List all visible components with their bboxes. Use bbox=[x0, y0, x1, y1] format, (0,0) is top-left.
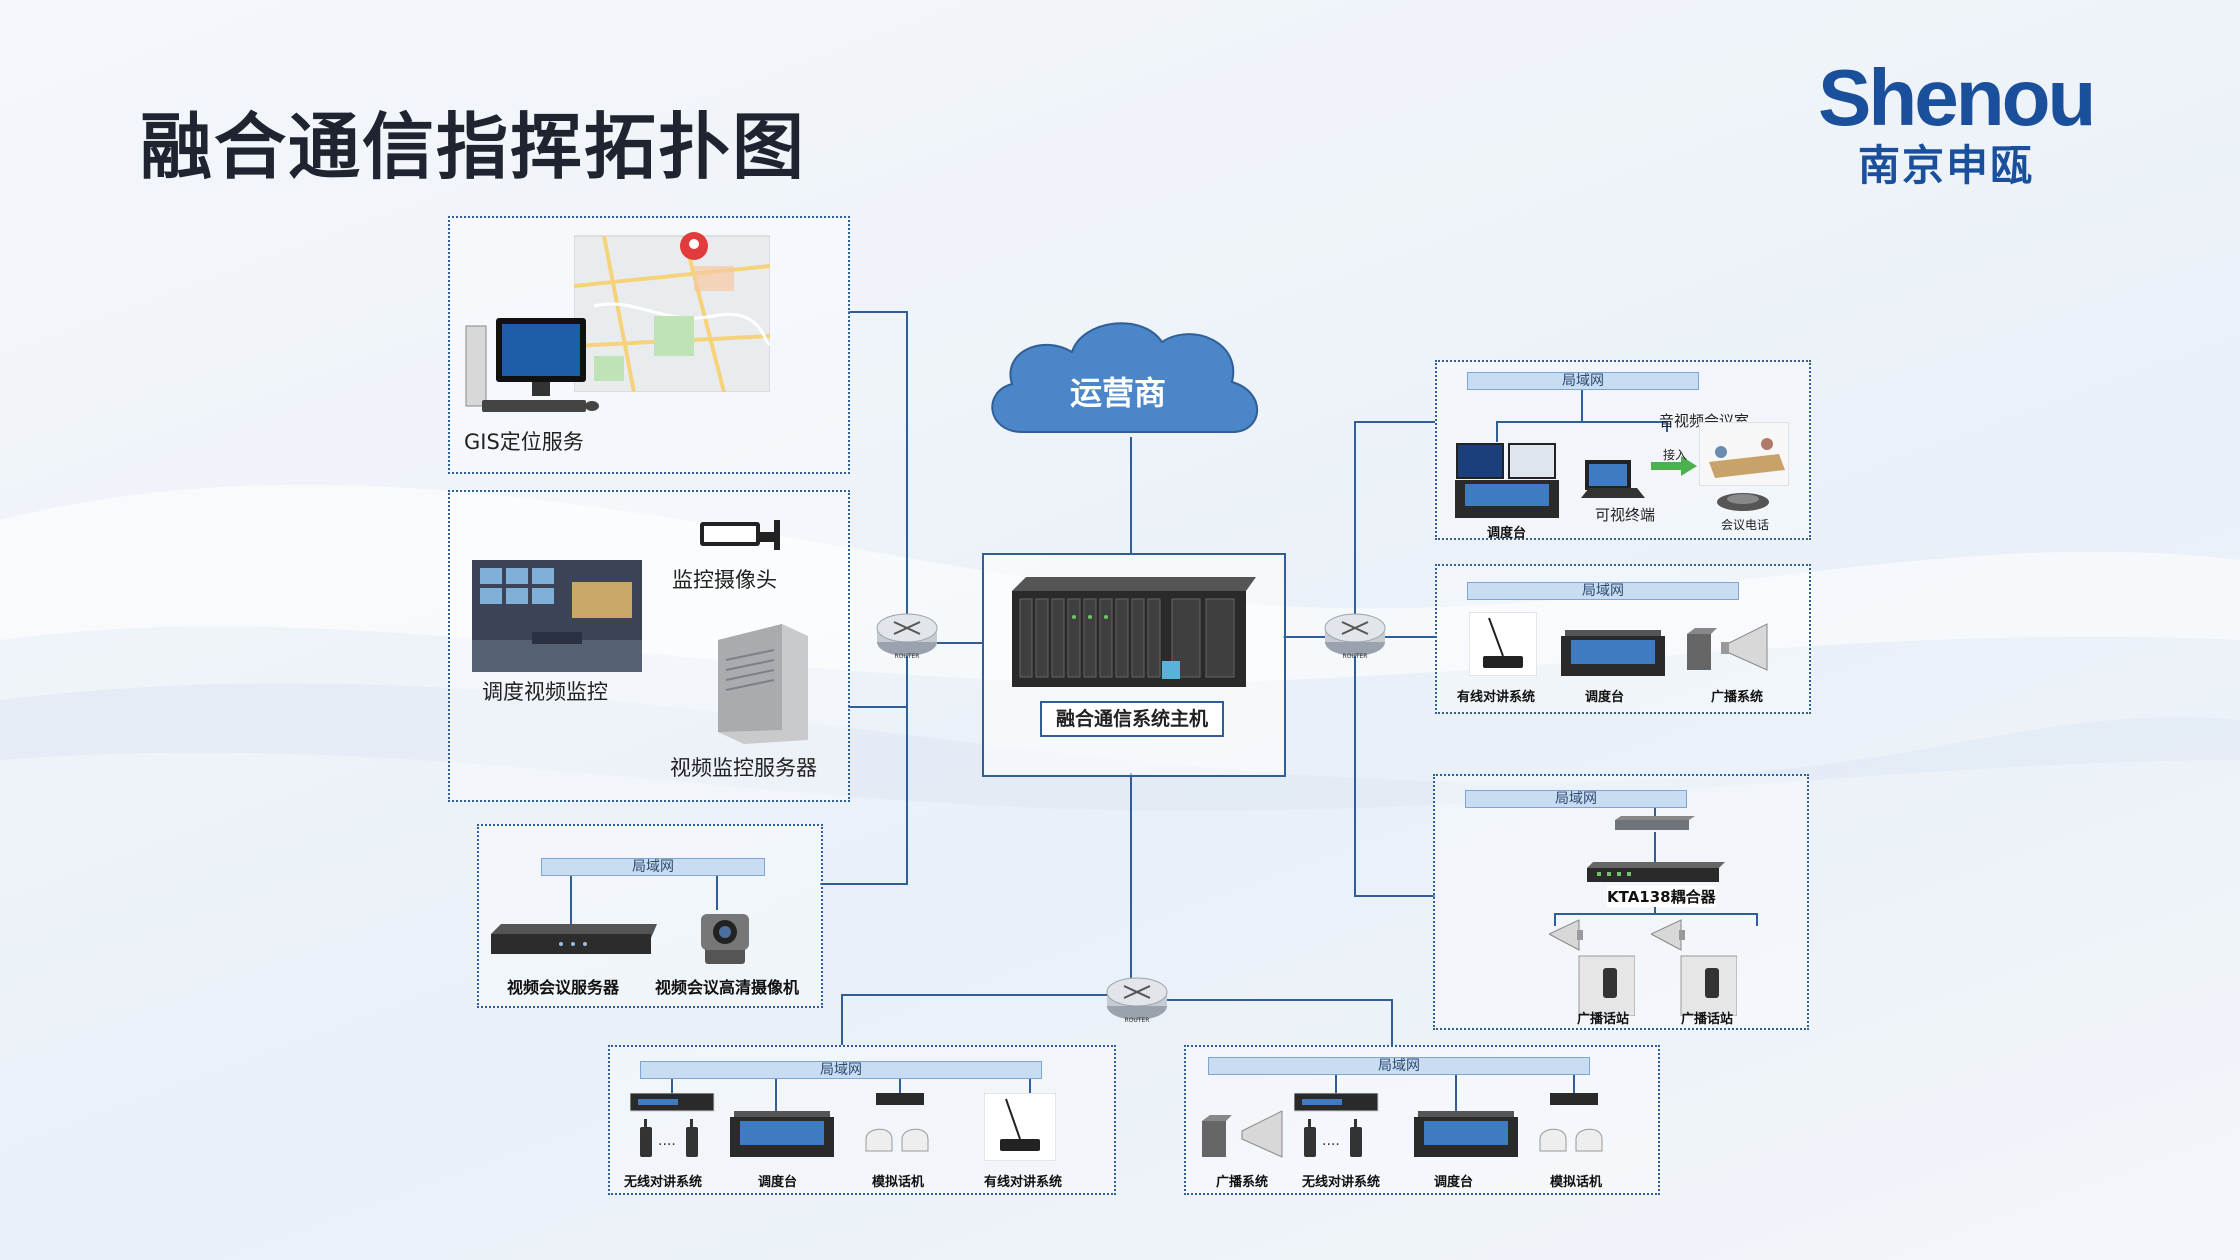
broadcast-station-label-1: 广播话站 bbox=[1577, 1012, 1630, 1027]
bottom-left-microphone-icon bbox=[984, 1093, 1056, 1161]
desk-microphone-icon bbox=[1469, 612, 1537, 676]
video-terminal-label: 可视终端 bbox=[1595, 506, 1656, 524]
video-server-label: 视频监控服务器 bbox=[670, 756, 817, 780]
logo-chinese: 南京申瓯 bbox=[1858, 141, 2035, 190]
bottom-right-panel: 局域网 .... 广播系统 无线对讲系统 调度台 模拟话机 bbox=[1184, 1045, 1660, 1195]
conference-links bbox=[570, 876, 718, 928]
video-terminal-icon bbox=[1581, 460, 1645, 498]
wired-broadcast-label: 广播系统 bbox=[1711, 690, 1764, 705]
dispatch-console-icon bbox=[1455, 443, 1559, 518]
broadcast-system-icon bbox=[1687, 623, 1768, 671]
access-label: 接入 bbox=[1663, 448, 1688, 462]
bottom-right-console-label: 调度台 bbox=[1434, 1175, 1474, 1190]
bottom-left-console-label: 调度台 bbox=[758, 1175, 798, 1190]
bottom-right-links bbox=[1335, 1075, 1575, 1113]
av-conference-panel: 局域网 调度台 可视终端 音视频会议室 接入 会议电话 bbox=[1435, 360, 1811, 541]
bottom-right-phone-icon bbox=[1539, 1093, 1603, 1152]
broadcast-station-icon-2 bbox=[1651, 919, 1737, 1016]
monitor-wall-image bbox=[472, 560, 642, 672]
bottom-right-console-icon bbox=[1414, 1111, 1518, 1157]
bottom-left-phone-label: 模拟话机 bbox=[872, 1175, 925, 1190]
bottom-left-intercom-label: 有线对讲系统 bbox=[984, 1175, 1063, 1190]
router-label-bottom: ROUTER bbox=[1125, 1017, 1150, 1024]
broadcast-station-icon-1 bbox=[1549, 919, 1635, 1016]
conference-phone-label: 会议电话 bbox=[1721, 518, 1770, 532]
svg-text:....: .... bbox=[1322, 1133, 1340, 1149]
video-surveillance-panel: 监控摄像头 调度视频监控 视频监控服务器 bbox=[448, 490, 850, 802]
conference-server-icon bbox=[491, 924, 657, 954]
lan-bar-bottom-left: 局域网 bbox=[640, 1061, 1042, 1079]
conference-camera-label: 视频会议高清摄像机 bbox=[655, 978, 800, 997]
page-title: 融合通信指挥拓扑图 bbox=[140, 105, 807, 189]
operator-cloud-icon bbox=[991, 322, 1259, 433]
coupler-label: KTA138耦合器 bbox=[1607, 886, 1716, 907]
lan-bar-wired: 局域网 bbox=[1467, 582, 1739, 600]
bottom-right-radio-label: 无线对讲系统 bbox=[1302, 1175, 1381, 1190]
wired-console-label: 调度台 bbox=[1585, 690, 1625, 705]
conference-camera-icon bbox=[701, 914, 749, 964]
bottom-router-icon: ROUTER bbox=[1106, 977, 1168, 1024]
host-chassis-icon bbox=[1012, 577, 1256, 687]
lan-bar: 局域网 bbox=[541, 858, 765, 876]
router-label-right: ROUTER bbox=[1343, 653, 1368, 660]
coupler-device-icon bbox=[1587, 862, 1725, 882]
wired-intercom-label: 有线对讲系统 bbox=[1457, 690, 1536, 705]
wired-console-icon bbox=[1561, 630, 1665, 676]
meeting-room-icon bbox=[1699, 422, 1789, 486]
bottom-left-links bbox=[671, 1079, 1031, 1113]
kta-coupler-panel: 局域网 KTA138耦合器 广播话站 广播话站 bbox=[1433, 774, 1809, 1030]
camera-label: 监控摄像头 bbox=[672, 568, 777, 592]
bottom-right-broadcast-label: 广播系统 bbox=[1216, 1175, 1269, 1190]
gis-label: GIS定位服务 bbox=[464, 430, 584, 454]
switch-icon bbox=[1615, 816, 1695, 830]
bottom-left-radio-label: 无线对讲系统 bbox=[624, 1175, 703, 1190]
analog-phone-icon bbox=[865, 1093, 929, 1152]
monitor-wall-label: 调度视频监控 bbox=[482, 680, 608, 704]
av-console-label: 调度台 bbox=[1487, 526, 1527, 541]
lan-bar-kta: 局域网 bbox=[1465, 790, 1687, 808]
operator-label: 运营商 bbox=[1070, 374, 1167, 412]
bottom-left-console-icon bbox=[730, 1111, 834, 1157]
lan-bar-bottom-right: 局域网 bbox=[1208, 1057, 1590, 1075]
bottom-right-phone-label: 模拟话机 bbox=[1550, 1175, 1603, 1190]
av-links bbox=[1496, 390, 1668, 442]
system-host-label: 融合通信系统主机 bbox=[1040, 701, 1224, 737]
conference-server-label: 视频会议服务器 bbox=[507, 978, 620, 997]
access-arrow-icon bbox=[1651, 456, 1697, 476]
router-label: ROUTER bbox=[895, 653, 920, 660]
broadcast-station-label-2: 广播话站 bbox=[1681, 1012, 1734, 1027]
bottom-left-panel: 局域网 .... 无线对讲系统 调度台 模拟话机 有线对讲系统 bbox=[608, 1045, 1116, 1195]
server-icon bbox=[718, 624, 808, 744]
map-image bbox=[574, 232, 770, 392]
svg-text:....: .... bbox=[658, 1133, 676, 1149]
wired-intercom-panel: 局域网 有线对讲系统 调度台 广播系统 bbox=[1435, 564, 1811, 714]
radio-system-icon: .... bbox=[630, 1093, 715, 1157]
camera-icon bbox=[700, 520, 780, 550]
lan-bar-av: 局域网 bbox=[1467, 372, 1699, 390]
gis-panel: GIS定位服务 bbox=[448, 216, 850, 474]
left-router-icon: ROUTER bbox=[876, 613, 938, 660]
conference-phone-icon bbox=[1717, 493, 1769, 511]
right-router-icon: ROUTER bbox=[1324, 613, 1386, 660]
computer-icon bbox=[465, 318, 599, 412]
system-host-panel bbox=[982, 553, 1286, 777]
video-conference-panel: 局域网 视频会议服务器 视频会议高清摄像机 bbox=[477, 824, 823, 1008]
logo-english: Shenou bbox=[1818, 53, 2096, 142]
bottom-right-broadcast-icon bbox=[1202, 1110, 1283, 1158]
bottom-right-radio-icon: .... bbox=[1294, 1093, 1379, 1157]
